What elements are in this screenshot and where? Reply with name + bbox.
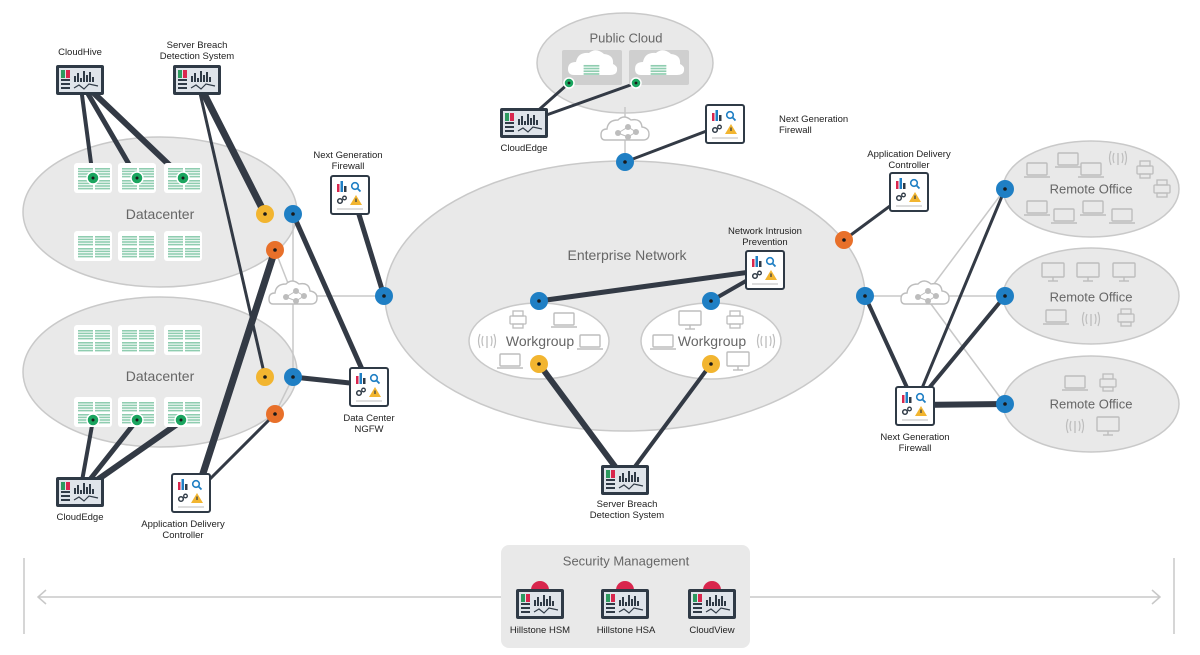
zone-title-datacenter-bottom: Datacenter bbox=[125, 368, 195, 384]
label-cloudedge-left: CloudEdge bbox=[56, 512, 104, 523]
label-ngfw-left: Next Generation Firewall bbox=[313, 150, 382, 172]
label-sbds-bottom-line2: Detection System bbox=[589, 510, 665, 521]
label-dc-ngfw-line1: Data Center bbox=[343, 413, 395, 424]
label-adc-left-line1: Application Delivery bbox=[141, 519, 225, 530]
label-sbds-bottom-line1: Server Breach bbox=[596, 499, 658, 510]
sbds-bottom-appliance bbox=[600, 464, 650, 496]
label-cloudview: CloudView bbox=[689, 625, 735, 636]
label-adc-left-line2: Controller bbox=[162, 530, 204, 541]
label-hillstone-hsm: Hillstone HSM bbox=[509, 625, 571, 636]
zone-title-public-cloud: Public Cloud bbox=[589, 30, 663, 46]
blue-nodes bbox=[284, 153, 1014, 413]
cloudedge-top-appliance bbox=[499, 107, 549, 139]
label-adc-right-line2: Controller bbox=[888, 160, 930, 171]
adc-right-box bbox=[889, 172, 929, 212]
label-adc-right-line1: Application Delivery bbox=[867, 149, 951, 160]
label-nip: Network Intrusion Prevention bbox=[728, 226, 802, 248]
hub-right bbox=[900, 280, 950, 305]
public-cloud-servers bbox=[562, 50, 689, 85]
label-ngfw-top-line1: Next Generation bbox=[779, 114, 849, 125]
zone-title-workgroup-left: Workgroup bbox=[505, 333, 575, 349]
label-dc-ngfw-line2: NGFW bbox=[354, 424, 384, 435]
cloudedge-left-appliance bbox=[55, 476, 105, 508]
label-sbds-top-line1: Server Breach bbox=[166, 40, 228, 51]
label-nip-line1: Network Intrusion bbox=[728, 226, 802, 237]
cloudhive-appliance bbox=[55, 64, 105, 96]
ngfw-right-box bbox=[895, 386, 935, 426]
label-hillstone-hsa: Hillstone HSA bbox=[596, 625, 656, 636]
dark-links bbox=[77, 76, 1008, 496]
ngfw-top-box bbox=[705, 104, 745, 144]
label-adc-right: Application Delivery Controller bbox=[867, 149, 950, 171]
label-dc-ngfw: Data Center NGFW bbox=[343, 413, 394, 435]
zone-title-workgroup-right: Workgroup bbox=[677, 333, 747, 349]
green-nodes bbox=[86, 77, 642, 427]
label-ngfw-right-line2: Firewall bbox=[898, 443, 932, 454]
yellow-nodes bbox=[256, 205, 720, 386]
label-ngfw-left-line1: Next Generation bbox=[313, 150, 383, 161]
label-sbds-top: Server Breach Detection System bbox=[160, 40, 234, 62]
label-cloudedge-top: CloudEdge bbox=[500, 143, 548, 154]
label-ngfw-right: Next Generation Firewall bbox=[880, 432, 949, 454]
zone-title-remote-office-1: Remote Office bbox=[1049, 181, 1133, 197]
label-adc-left: Application Delivery Controller bbox=[141, 519, 224, 541]
hub-top bbox=[600, 116, 650, 141]
nip-box bbox=[745, 250, 785, 290]
hillstone-hsm-appliance bbox=[515, 581, 565, 620]
zone-title-remote-office-3: Remote Office bbox=[1049, 396, 1133, 412]
label-ngfw-top-line2: Firewall bbox=[779, 125, 812, 136]
cloudview-appliance bbox=[687, 581, 737, 620]
label-sbds-top-line2: Detection System bbox=[159, 51, 235, 62]
label-ngfw-right-line1: Next Generation bbox=[880, 432, 950, 443]
hillstone-hsa-appliance bbox=[600, 581, 650, 620]
dc-ngfw-box bbox=[349, 367, 389, 407]
zone-title-remote-office-2: Remote Office bbox=[1049, 289, 1133, 305]
label-sbds-bottom: Server Breach Detection System bbox=[590, 499, 664, 521]
label-nip-line2: Prevention bbox=[742, 237, 788, 248]
orange-nodes bbox=[266, 231, 853, 423]
label-cloudhive: CloudHive bbox=[58, 47, 102, 58]
label-ngfw-top: Next Generation Firewall bbox=[779, 114, 848, 136]
zone-title-enterprise-network: Enterprise Network bbox=[567, 247, 687, 263]
enterprise-network-zone bbox=[384, 160, 866, 432]
hub-left bbox=[268, 280, 318, 305]
adc-left-box bbox=[171, 473, 211, 513]
zone-title-datacenter-top: Datacenter bbox=[125, 206, 195, 222]
nodes bbox=[86, 77, 1014, 427]
ngfw-left-box bbox=[330, 175, 370, 215]
light-links bbox=[23, 107, 1175, 634]
label-ngfw-left-line2: Firewall bbox=[331, 161, 365, 172]
sbds-top-appliance bbox=[172, 64, 222, 96]
zone-title-security-management: Security Management bbox=[562, 553, 690, 569]
